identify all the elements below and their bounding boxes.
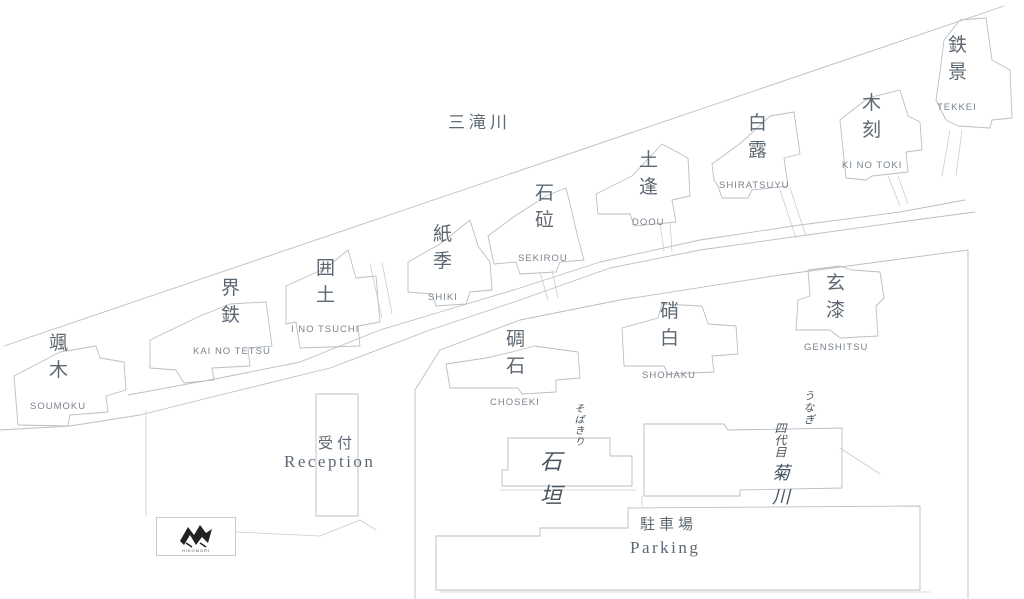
building-genshitsu — [795, 265, 885, 339]
building-kikugawa — [643, 423, 843, 497]
room-kinotoki-name[interactable]: 木 刻 — [862, 90, 881, 144]
building-tekkei — [935, 17, 1013, 129]
building-ishigaki — [501, 437, 633, 487]
room-shiratsuyu-name[interactable]: 白 露 — [748, 110, 767, 164]
hikomori-logo: HIKOMORI — [156, 517, 236, 557]
main-path-lower-edge — [0, 211, 976, 431]
restaurant-kikugawa-name[interactable]: 菊 川 — [772, 462, 790, 510]
room-kanji-char: 鉄 — [221, 304, 241, 326]
room-kanji-char: 石 — [506, 355, 526, 377]
room-kanji-char: 颯 — [49, 332, 69, 354]
room-shiki-name[interactable]: 紙 季 — [433, 221, 452, 275]
room-sekirou-romaji: SEKIROU — [518, 253, 568, 264]
room-kanji-char: 逢 — [639, 176, 659, 198]
building-shiratsuyu — [711, 111, 801, 199]
river-bank-line — [3, 5, 1005, 347]
restaurant-name-char: 石 — [540, 450, 563, 475]
restaurant-kikugawa-subtitle: うなぎ — [802, 390, 815, 426]
reception-label-jp[interactable]: 受付 — [318, 434, 357, 452]
building-kainotetsu — [149, 301, 273, 384]
building-kinotoki — [839, 89, 923, 181]
room-genshitsu-name[interactable]: 玄 漆 — [826, 270, 845, 324]
room-kanji-char: 土 — [639, 149, 659, 171]
building-soumoku — [13, 345, 127, 427]
parking-label-en[interactable]: Parking — [630, 538, 701, 557]
room-genshitsu-romaji: GENSHITSU — [804, 342, 869, 353]
room-shohaku-name[interactable]: 硝 白 — [660, 298, 679, 352]
restaurant-name-char: 川 — [772, 487, 790, 508]
room-kanji-char: 露 — [748, 139, 768, 161]
room-kanji-char: 鉄 — [948, 34, 968, 56]
building-reception — [315, 393, 359, 517]
room-kanji-char: 土 — [316, 284, 336, 306]
restaurant-name-char: 菊 — [772, 463, 790, 484]
room-kanji-char: 玄 — [826, 272, 846, 294]
room-tekkei-romaji: TEKKEI — [937, 102, 977, 113]
room-shohaku-romaji: SHOHAKU — [642, 370, 696, 381]
room-kainotetsu-romaji: KAI NO TETSU — [193, 346, 271, 357]
building-shohaku — [621, 303, 739, 375]
room-soumoku-name[interactable]: 颯 木 — [49, 330, 68, 384]
room-kanji-char: 景 — [948, 61, 968, 83]
room-kainotetsu-name[interactable]: 界 鉄 — [221, 275, 240, 329]
room-shiki-romaji: SHIKI — [428, 292, 458, 303]
building-shiki — [407, 219, 493, 307]
building-choseki — [445, 345, 581, 395]
room-doou-name[interactable]: 土 逢 — [639, 147, 658, 201]
room-kanji-char: 白 — [660, 327, 680, 349]
room-kanji-char: 季 — [433, 250, 453, 272]
parking-lot-outline — [435, 505, 921, 591]
restaurant-kikugawa-generation: 四代目 — [773, 422, 787, 458]
room-tekkei-name[interactable]: 鉄 景 — [948, 32, 967, 86]
logo-wordmark: HIKOMORI — [181, 548, 211, 553]
room-kanji-char: 紙 — [433, 223, 453, 245]
room-kanji-char: 囲 — [316, 257, 336, 279]
room-inotsuchi-name[interactable]: 囲 土 — [316, 255, 335, 309]
room-kinotoki-romaji: KI NO TOKI — [842, 160, 903, 171]
parking-label-jp[interactable]: 駐車場 — [640, 515, 698, 533]
room-kanji-char: 界 — [221, 277, 241, 299]
room-sekirou-name[interactable]: 石 砬 — [535, 180, 554, 234]
room-kanji-char: 碉 — [506, 328, 526, 350]
room-kanji-char: 砬 — [535, 209, 555, 231]
room-doou-romaji: DOOU — [632, 217, 665, 228]
lower-boundary — [414, 249, 969, 599]
restaurant-ishigaki-subtitle: そばきり — [572, 403, 583, 447]
restaurant-ishigaki-name[interactable]: 石 垣 — [540, 446, 562, 514]
reception-label-en[interactable]: Reception — [284, 452, 376, 471]
building-inotsuchi — [285, 249, 381, 349]
room-choseki-romaji: CHOSEKI — [490, 397, 540, 408]
room-shiratsuyu-romaji: SHIRATSUYU — [719, 180, 790, 191]
room-kanji-char: 木 — [862, 92, 882, 114]
room-soumoku-romaji: SOUMOKU — [30, 401, 87, 412]
room-kanji-char: 硝 — [660, 300, 680, 322]
hikomori-logo-mark — [156, 517, 236, 556]
building-sekirou — [487, 187, 585, 275]
room-kanji-char: 白 — [748, 112, 768, 134]
room-kanji-char: 石 — [535, 182, 555, 204]
main-path-upper-edge — [127, 199, 966, 396]
room-inotsuchi-romaji: I NO TSUCHI — [291, 324, 360, 335]
building-doou — [595, 143, 691, 227]
room-kanji-char: 刻 — [862, 119, 882, 141]
room-kanji-char: 漆 — [826, 299, 846, 321]
room-kanji-char: 木 — [49, 359, 69, 381]
river-label: 三滝川 — [448, 113, 511, 133]
room-choseki-name[interactable]: 碉 石 — [506, 326, 525, 380]
restaurant-name-char: 垣 — [540, 484, 563, 509]
